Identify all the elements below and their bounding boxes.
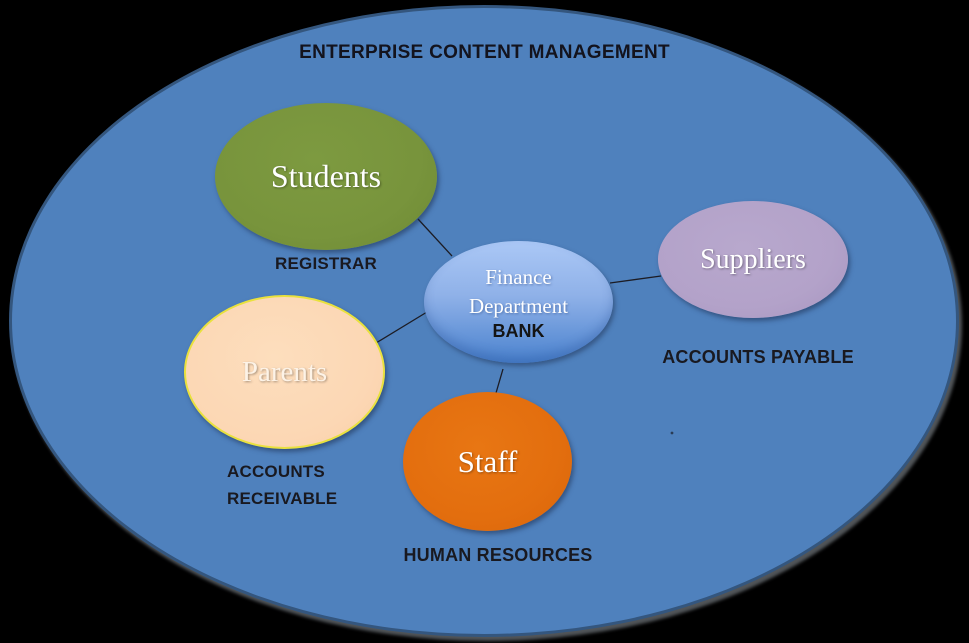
caption-human-resources: HUMAN RESOURCES xyxy=(403,545,593,565)
caption-accounts-receivable-line1: ACCOUNTS xyxy=(227,462,325,481)
node-staff: Staff xyxy=(403,392,572,531)
caption-registrar: REGISTRAR xyxy=(275,254,377,273)
caption-accounts-payable: ACCOUNTS PAYABLE xyxy=(662,347,854,367)
diagram-title: ENTERPRISE CONTENT MANAGEMENT xyxy=(299,42,670,63)
caption-accounts-receivable: ACCOUNTS RECEIVABLE xyxy=(227,458,337,512)
node-finance-department: Finance Department BANK xyxy=(424,241,613,363)
node-parents: Parents xyxy=(184,295,385,449)
node-students-label: Students xyxy=(270,158,382,194)
finance-label-line2: Department xyxy=(468,293,569,318)
node-suppliers: Suppliers xyxy=(658,201,848,318)
node-parents-label: Parents xyxy=(241,355,328,388)
node-staff-label: Staff xyxy=(457,443,518,479)
node-suppliers-label: Suppliers xyxy=(700,243,806,275)
node-students: Students xyxy=(215,103,437,250)
finance-label-line1: Finance xyxy=(485,264,552,289)
caption-accounts-receivable-line2: RECEIVABLE xyxy=(227,489,338,508)
finance-sublabel-bank: BANK xyxy=(492,320,545,341)
